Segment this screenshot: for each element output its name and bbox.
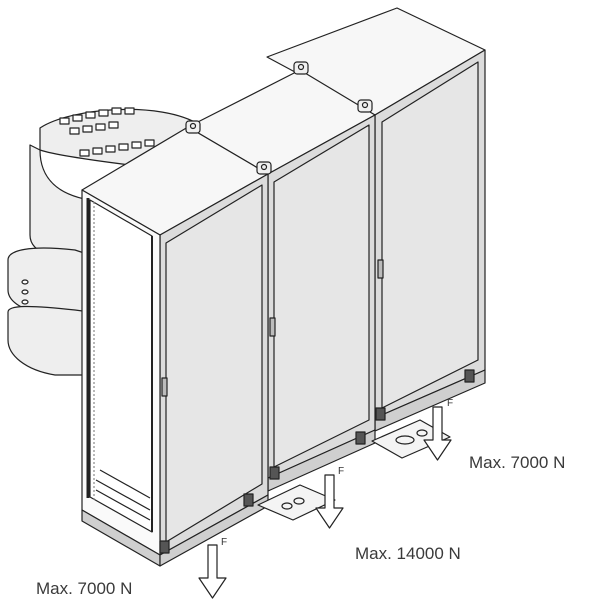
load-label-right: Max. 7000 N <box>469 453 566 472</box>
force-arrow-left: F <box>198 537 227 599</box>
force-arrow-middle: F <box>315 466 344 529</box>
force-arrow-right: F <box>423 398 453 461</box>
load-label-middle: Max. 14000 N <box>355 544 461 563</box>
cabinet-1 <box>81 126 269 567</box>
lifting-eyes <box>185 61 373 175</box>
floor-plates <box>257 419 451 521</box>
load-label-left: Max. 7000 N <box>36 579 133 598</box>
cabinet-2 <box>187 69 376 492</box>
frame-slots <box>59 107 155 157</box>
force-symbol: F <box>447 398 453 409</box>
lifting-frame <box>7 107 201 376</box>
force-symbol: F <box>338 466 344 477</box>
cabinet-3 <box>266 7 486 432</box>
force-symbol: F <box>221 537 227 548</box>
